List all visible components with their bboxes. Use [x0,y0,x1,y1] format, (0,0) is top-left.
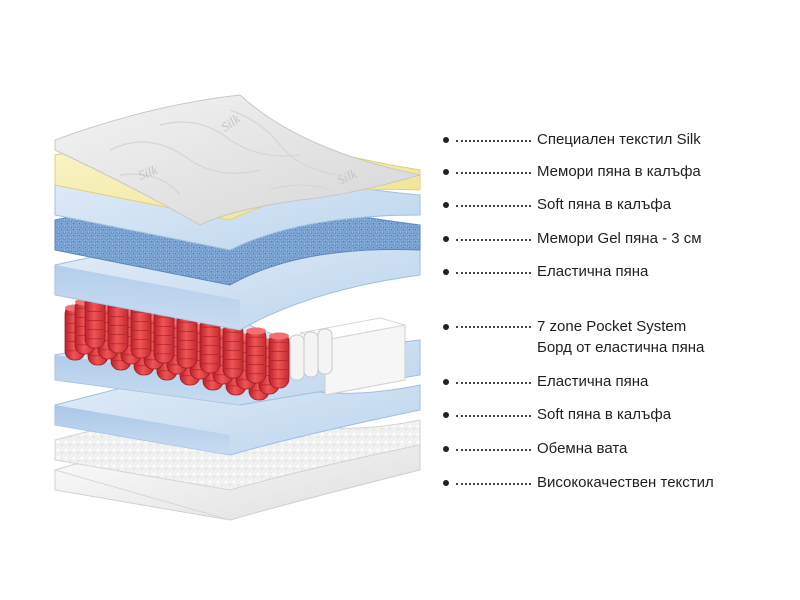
dotted-leader [456,413,531,417]
callout-label: Мемори Gel пяна - 3 см [537,230,702,247]
pocket-spring [268,332,290,389]
layer-silk-textile: Silk Silk Silk [54,94,421,226]
dotted-leader [456,380,531,384]
silk-watermark-2: Silk [136,162,160,183]
dotted-leader [456,447,531,451]
bullet-dot [443,201,449,208]
bullet-dot [443,479,449,486]
callout-soft-foam-bottom: Soft пяна в калъфа [443,406,671,423]
callout-label: Специален текстил Silk [537,131,701,148]
bullet-dot [443,445,449,452]
dotted-leader [456,203,531,207]
dotted-leader [456,237,531,241]
callout-label: Soft пяна в калъфа [537,406,672,423]
callout-label: Мемори пяна в калъфа [537,163,701,180]
bullet-dot [443,168,449,175]
callout-wadding: Обемна вата [443,440,627,457]
dotted-leader [456,324,531,328]
callout-label: Еластична пяна [537,263,649,280]
bullet-dot [443,378,449,385]
callout-memory-gel-foam: Мемори Gel пяна - 3 см [443,230,702,247]
callout-pocket-system: 7 zone Pocket System Борд от еластична п… [443,316,704,358]
callout-label-secondary: Борд от еластична пяна [537,339,705,356]
callout-silk-textile: Специален текстил Silk [443,131,701,148]
white-spring-row [289,328,333,381]
dotted-leader [456,481,531,485]
callout-memory-foam: Мемори пяна в калъфа [443,163,701,180]
callout-label: 7 zone Pocket System [537,318,687,335]
pocket-spring [245,327,267,384]
callout-label: Еластична пяна [537,373,649,390]
callout-label-block: 7 zone Pocket System Борд от еластична п… [537,316,704,358]
dotted-leader [456,170,531,174]
callout-elastic-foam-top: Еластична пяна [443,263,648,280]
callout-bottom-textile: Висококачествен текстил [443,474,714,491]
callout-elastic-foam-bottom: Еластична пяна [443,373,648,390]
callout-label: Обемна вата [537,440,628,457]
bullet-dot [443,268,449,275]
bullet-dot [443,235,449,242]
red-spring-grid [64,292,290,401]
bullet-dot [443,136,449,143]
callout-label: Висококачествен текстил [537,474,714,491]
bullet-dot [443,324,449,330]
layer-pocket-springs [64,292,406,401]
bullet-dot [443,411,449,418]
dotted-leader [456,270,531,274]
callout-label: Soft пяна в калъфа [537,196,672,213]
callout-soft-foam-top: Soft пяна в калъфа [443,196,671,213]
dotted-leader [456,138,531,142]
